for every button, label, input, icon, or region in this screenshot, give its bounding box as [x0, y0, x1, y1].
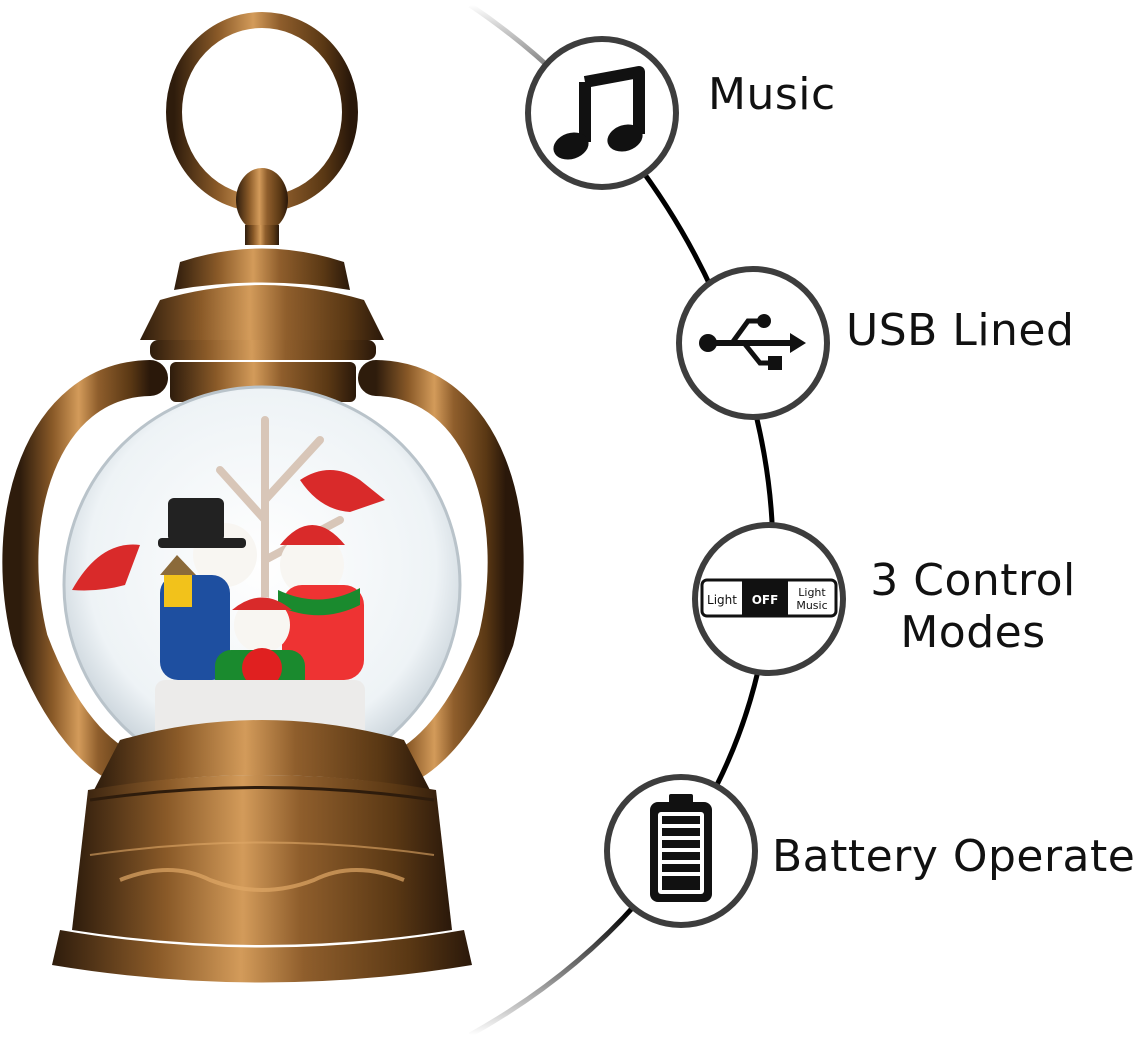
feature-label-music: Music [708, 69, 836, 120]
battery-icon [604, 774, 758, 928]
switch-off-text: OFF [752, 593, 779, 607]
switch-light-text: Light [707, 593, 737, 607]
lantern-snowglobe-image [2, 12, 524, 983]
feature-label-modes-line1: 3 Control [870, 555, 1076, 606]
feature-label-modes-line2: Modes [900, 607, 1046, 658]
feature-label-battery: Battery Operate [772, 831, 1135, 882]
mode-switch-icon: Light OFF Light Music [692, 522, 846, 676]
music-note-icon [525, 36, 679, 190]
feature-label-usb: USB Lined [846, 305, 1075, 356]
switch-light-music-text-2: Music [796, 599, 827, 612]
usb-icon [676, 266, 830, 420]
switch-light-music-text-1: Light [798, 586, 826, 599]
